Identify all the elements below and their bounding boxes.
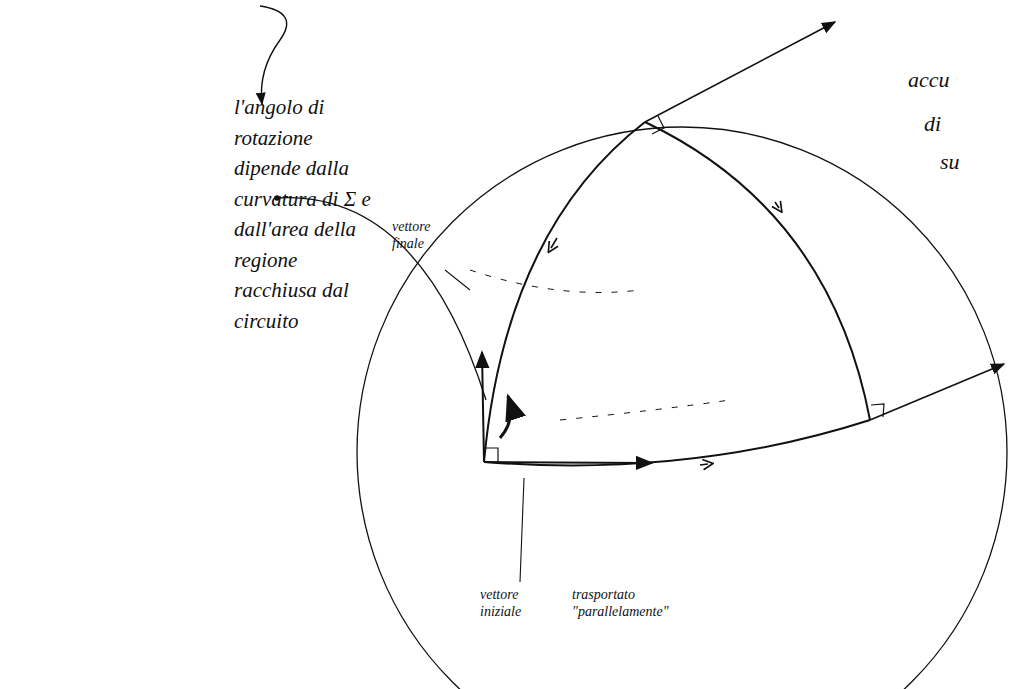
right-angle <box>484 448 498 462</box>
direction-mark <box>700 464 708 465</box>
note-text: l'angolo di rotazione dipende dalla curv… <box>234 92 374 336</box>
vector-label: vettore finale <box>392 218 462 252</box>
note-fragment: accu <box>908 66 988 94</box>
note-fragment: su <box>940 148 1000 176</box>
geodesic-right <box>645 122 870 420</box>
note-fragment: di <box>924 110 984 138</box>
transport-label: trasportato "parallelamente" <box>572 586 682 620</box>
initial-vector <box>484 462 652 463</box>
transported-vector <box>645 22 835 122</box>
sphere-outline <box>357 127 1007 689</box>
geodesic-left <box>484 122 645 462</box>
dashed-hint <box>470 270 640 293</box>
transported-vector <box>870 364 1004 420</box>
leader-line <box>520 478 524 582</box>
vector-label: vettore iniziale <box>480 586 560 620</box>
direction-mark <box>551 238 557 248</box>
right-angle <box>652 116 664 134</box>
right-angle <box>871 404 884 417</box>
dashed-hint <box>560 400 730 420</box>
rotation-arrow <box>500 396 511 438</box>
leader-line <box>445 270 470 290</box>
geodesic-bottom <box>484 420 870 465</box>
pointer-arrow <box>260 6 287 104</box>
final-vector <box>482 352 484 462</box>
direction-mark <box>775 202 779 208</box>
